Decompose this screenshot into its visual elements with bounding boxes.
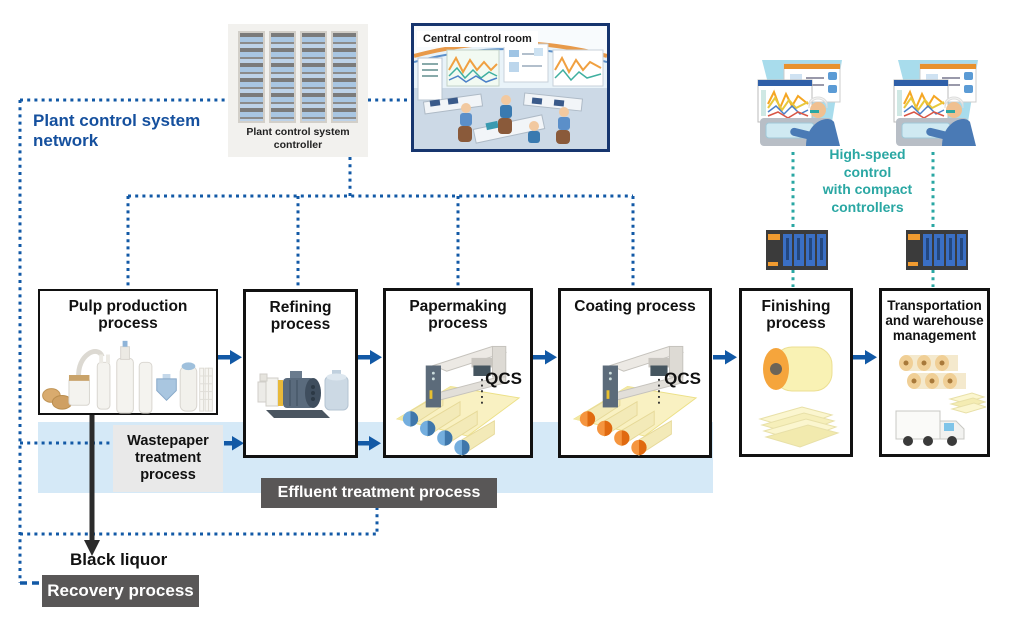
wastepaper-treatment-label: Wastepaper treatment process xyxy=(113,425,223,492)
effluent-treatment-label: Effluent treatment process xyxy=(261,478,497,508)
controller-caption: Plant control system controller xyxy=(246,126,350,151)
qcs-scanner-illustration xyxy=(572,345,698,456)
process-title: Refining process xyxy=(269,299,332,334)
refiner-machine-illustration xyxy=(257,370,349,418)
qcs-label: QCS xyxy=(664,369,701,388)
compact-controller-icon xyxy=(766,230,828,270)
pulp-equipment-illustration xyxy=(42,340,213,414)
process-title: Finishing process xyxy=(761,298,831,333)
control-room-label: Central control room xyxy=(417,31,538,47)
warehouse-truck-illustration xyxy=(895,355,986,446)
process-box-finishing: Finishing process xyxy=(739,288,853,457)
process-box-coating: Coating process QCS xyxy=(558,288,712,458)
laptop-operator-illustration xyxy=(893,60,978,146)
recovery-process-label: Recovery process xyxy=(42,575,199,607)
process-box-papermaking: Papermaking process QCS xyxy=(383,288,533,458)
plant-control-system-controller-panel: Plant control system controller xyxy=(228,24,368,157)
black-liquor-label: Black liquor xyxy=(70,550,168,569)
process-box-transportation: Transportation and warehouse management xyxy=(879,288,990,457)
network-label: Plant control system network xyxy=(33,111,201,150)
process-title: Transportation and warehouse management xyxy=(885,298,984,344)
process-box-refining: Refining process xyxy=(243,289,358,458)
qcs-label: QCS xyxy=(485,369,522,388)
qcs-scanner-illustration xyxy=(395,345,521,456)
laptop-operator-illustration xyxy=(757,60,842,146)
process-title: Papermaking process xyxy=(409,298,507,333)
process-box-pulp-production: Pulp production process xyxy=(38,289,218,415)
paper-roll-illustration xyxy=(758,346,840,448)
compact-controller-icon xyxy=(906,230,968,270)
server-racks-icon xyxy=(238,31,358,123)
high-speed-control-label: High-speed control with compact controll… xyxy=(822,146,913,215)
process-title: Pulp production process xyxy=(68,298,188,333)
central-control-room-panel: Central control room xyxy=(411,23,610,152)
process-title: Coating process xyxy=(574,298,696,315)
